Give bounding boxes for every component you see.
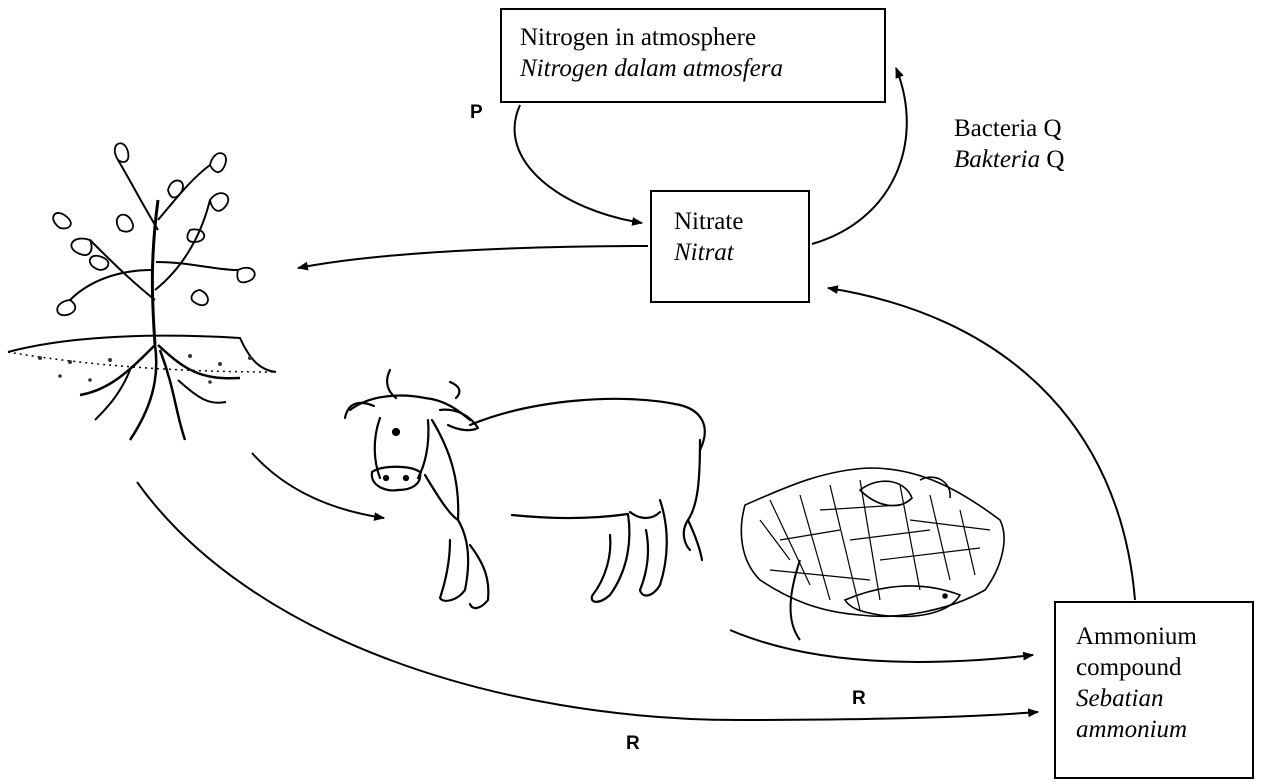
atmosphere-label-ms: Nitrogen dalam atmosfera (520, 53, 884, 84)
nitrate-label-ms: Nitrat (674, 237, 808, 268)
nitrate-box: Nitrate Nitrat (650, 190, 810, 303)
arrow-ammonium-to-nitrate (828, 288, 1135, 600)
bacteria-q-label: Bacteria Q Bakteria Q (954, 113, 1064, 175)
bacteria-letter-en: Q (1044, 115, 1062, 142)
bacteria-word-ms: Bakteria (954, 146, 1040, 173)
atmosphere-label-en: Nitrogen in atmosphere (520, 22, 884, 53)
decaying-matter-icon (741, 468, 1004, 640)
nitrate-label-en: Nitrate (674, 206, 808, 237)
bacteria-word-en: Bacteria (954, 115, 1037, 142)
ammonium-label-en-1: Ammonium (1076, 621, 1252, 652)
label-r-lower: R (626, 733, 640, 755)
bacteria-label-en: Bacteria Q (954, 113, 1064, 144)
ammonium-compound-box: Ammonium compound Sebatian ammonium (1054, 601, 1254, 779)
bacteria-letter-ms: Q (1046, 146, 1064, 173)
arrow-nitrate-to-plant (298, 246, 648, 268)
ammonium-label-en-2: compound (1076, 652, 1252, 683)
arrow-decay-to-ammonium (730, 630, 1033, 662)
cow-icon (345, 370, 705, 608)
ammonium-label-ms-2: ammonium (1076, 714, 1252, 745)
arrow-atmosphere-to-nitrate (515, 105, 642, 223)
plant-icon (8, 143, 276, 440)
arrow-plant-to-cow (252, 453, 384, 518)
bacteria-label-ms: Bakteria Q (954, 144, 1064, 175)
atmosphere-nitrogen-box: Nitrogen in atmosphere Nitrogen dalam at… (500, 8, 886, 103)
ammonium-label-ms-1: Sebatian (1076, 683, 1252, 714)
label-r-upper: R (852, 688, 866, 710)
label-p: P (470, 102, 483, 124)
